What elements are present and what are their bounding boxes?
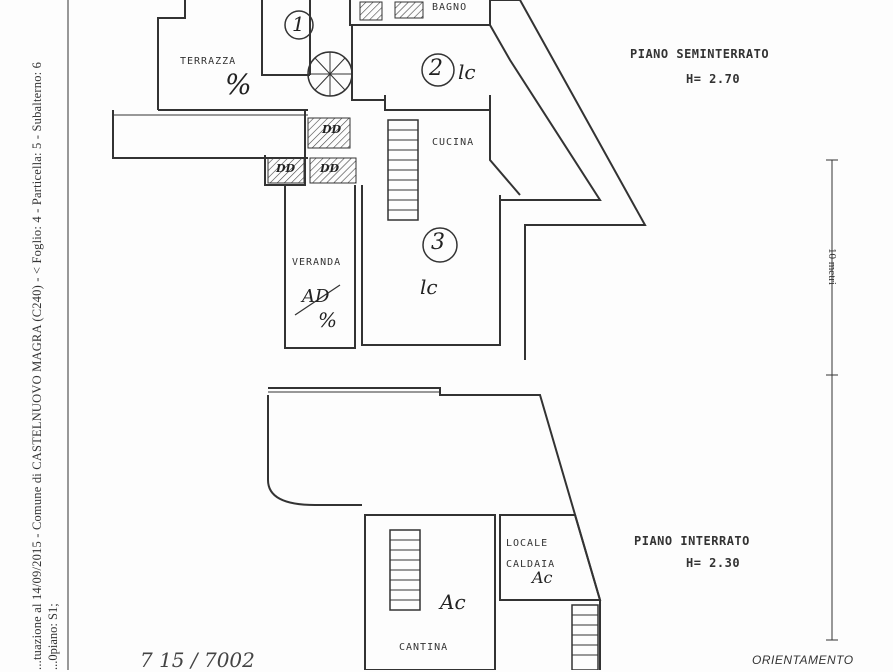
annotation-room-3: 3 — [431, 230, 445, 255]
cadastral-margin-text: ...tuazione al 14/09/2015 - Comune di CA… — [30, 61, 44, 670]
floor-height-semi: H= 2.70 — [686, 72, 741, 86]
wall-terrazza-left — [157, 0, 186, 110]
cadastral-margin-floor: ...0piano: S1; — [46, 603, 60, 670]
wall-room-3 — [361, 185, 501, 346]
wall-cantina — [364, 514, 496, 670]
annotation-veranda: AD — [302, 286, 330, 307]
annotation-room-2-lc: lc — [458, 60, 476, 84]
annotation-dd-3: DD — [320, 162, 340, 175]
room-label-locale: LOCALE — [506, 538, 549, 549]
wall-locale-caldaia — [499, 514, 602, 601]
corridor-left — [112, 110, 308, 159]
wall-outer-diagonal — [490, 0, 647, 360]
wall-cucina-top — [384, 95, 491, 111]
annotation-room-2: 2 — [429, 56, 443, 81]
footer-stamp: 7 15 / 7002 — [140, 648, 255, 672]
floor-title-semi: PIANO SEMINTERRATO — [630, 47, 770, 61]
floor-height-under: H= 2.30 — [686, 556, 741, 570]
wall-room-1 — [261, 0, 310, 76]
room-label-terrazza: TERRAZZA — [180, 56, 237, 67]
room-label-bagno: BAGNO — [432, 2, 468, 13]
wall-interrato-outline-2 — [268, 387, 601, 670]
wall-stair-core — [351, 25, 385, 101]
annotation-caldaia: Ac — [532, 568, 553, 587]
wall-interrato-outline — [267, 395, 362, 506]
orientation-label: ORIENTAMENTO — [752, 653, 854, 667]
annotation-veranda-2: % — [318, 308, 338, 332]
annotation-cantina: Ac — [440, 590, 466, 614]
wall-veranda — [284, 185, 356, 349]
room-label-veranda: VERANDA — [292, 257, 342, 268]
floor-title-under: PIANO INTERRATO — [634, 534, 750, 548]
wall-cucina-right — [489, 110, 521, 196]
annotation-dd-2: DD — [276, 162, 296, 175]
annotation-terrazza: % — [225, 68, 252, 101]
annotation-room-3-lc: lc — [420, 275, 438, 299]
annotation-room-1: 1 — [292, 12, 305, 36]
room-label-cucina: CUCINA — [432, 137, 475, 148]
annotation-dd-1: DD — [322, 123, 342, 136]
room-label-cantina: CANTINA — [399, 642, 449, 653]
scale-label: 10 metri — [826, 248, 838, 285]
wall-bagno — [349, 0, 491, 26]
room-label-caldaia: CALDAIA — [506, 559, 556, 570]
